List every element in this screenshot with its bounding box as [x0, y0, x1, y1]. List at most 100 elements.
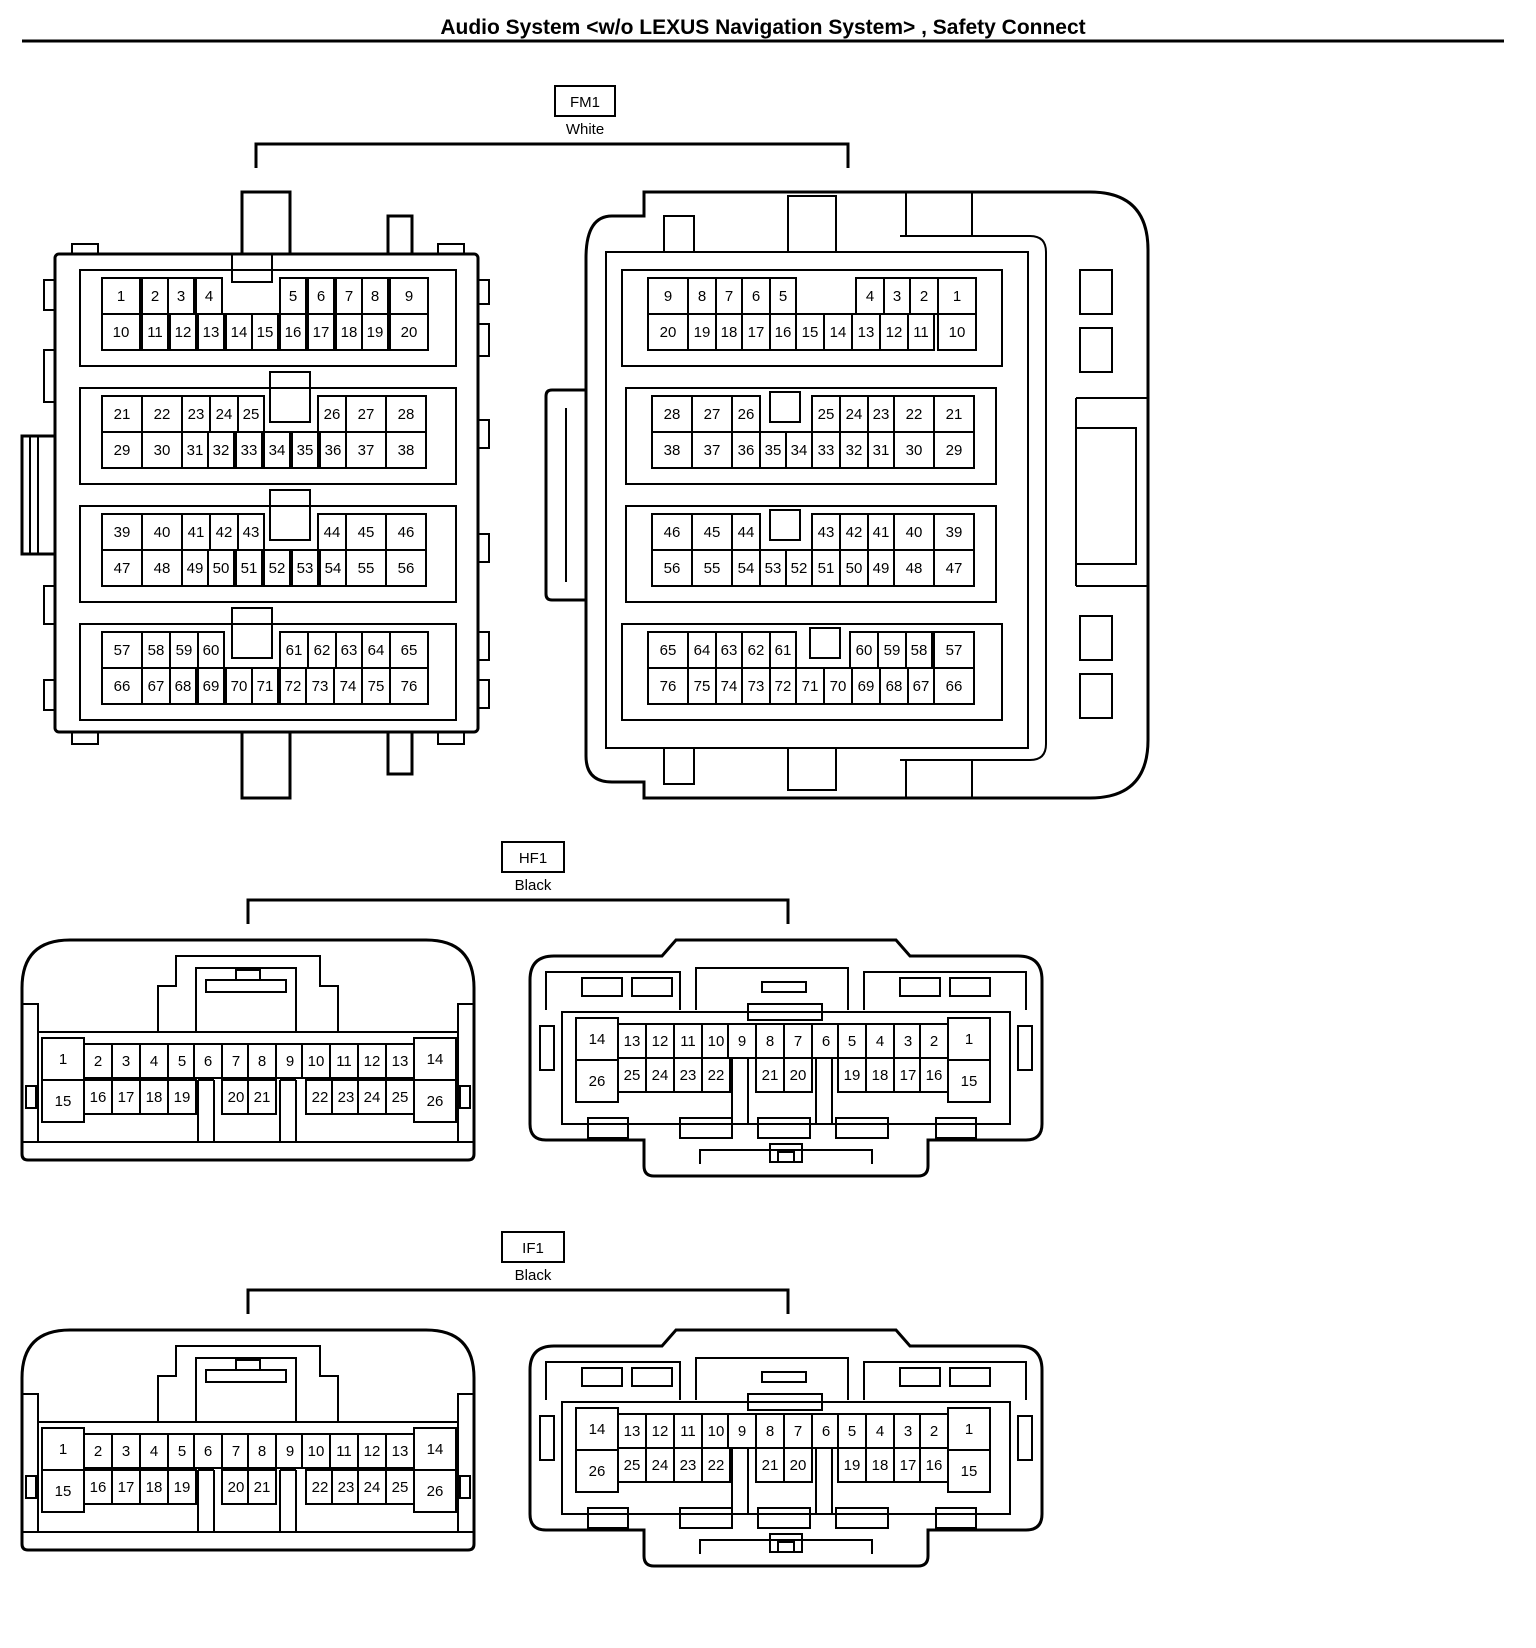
if1-right-pin-21: 21 — [762, 1457, 779, 1474]
fm1-right-pin-15-cell — [795, 313, 825, 351]
hf1-right-pin-21: 21 — [762, 1067, 779, 1084]
if1-left-pin-15-cell — [41, 1469, 85, 1513]
fm1-right-pin-57-cell — [933, 631, 975, 669]
fm1-right-pin-44: 44 — [738, 524, 755, 541]
if1-left-pin-19: 19 — [174, 1479, 191, 1496]
hf1-left-pin-15: 15 — [55, 1093, 72, 1110]
hf1-left-pin-6: 6 — [204, 1053, 212, 1070]
fm1-right-pin-14: 14 — [830, 324, 847, 341]
fm1-right-pin-66: 66 — [946, 678, 963, 695]
fm1-left-pin-33-cell — [235, 431, 263, 469]
hf1-right-pin-4: 4 — [876, 1033, 884, 1050]
fm1-left-pin-51: 51 — [241, 560, 258, 577]
hf1-left-pin-16: 16 — [90, 1089, 107, 1106]
fm1-right-pin-76-cell — [647, 667, 689, 705]
fm1-right-pin-22-cell — [893, 395, 935, 433]
if1-right-pin-6: 6 — [822, 1423, 830, 1440]
fm1-left-pin-22: 22 — [154, 406, 171, 423]
fm1-left-pin-53-cell — [291, 549, 319, 587]
fm1-right-pin-71: 71 — [802, 678, 819, 695]
fm1-right-pin-27: 27 — [704, 406, 721, 423]
fm1-left-pin-38: 38 — [398, 442, 415, 459]
hf1-left-pin-12: 12 — [364, 1053, 381, 1070]
hf1-right-pin-10-cell — [701, 1023, 731, 1059]
if1-left-pin-23: 23 — [338, 1479, 355, 1496]
fm1-right-pin-51-cell — [811, 549, 841, 587]
fm1-right-pin-41: 41 — [873, 524, 890, 541]
fm1-left-pin-19: 19 — [367, 324, 384, 341]
if1-right-pin-22-cell — [701, 1447, 731, 1483]
fm1-left-pin-43-cell — [237, 513, 265, 551]
if1-left-pin-18-cell — [139, 1469, 169, 1505]
fm1-right-pin-21: 21 — [946, 406, 963, 423]
fm1-left-pin-57-cell — [101, 631, 143, 669]
fm1-right-pin-9: 9 — [664, 288, 672, 305]
if1-right-pin-21-cell — [755, 1447, 785, 1483]
fm1-left-pin-76-cell — [389, 667, 429, 705]
fm1-left-pin-50-cell — [207, 549, 235, 587]
fm1-left-pin-45-cell — [345, 513, 387, 551]
fm1-left-pin-69-cell — [197, 667, 225, 705]
fm1-left-pin-66: 66 — [114, 678, 131, 695]
hf1-left-pin-9-cell — [275, 1043, 305, 1079]
hf1-right-pin-15: 15 — [961, 1073, 978, 1090]
if1-left-pin-11: 11 — [336, 1443, 352, 1460]
hf1-left-pin-9: 9 — [286, 1053, 294, 1070]
hf1-right-pin-13: 13 — [624, 1033, 641, 1050]
fm1-right-pin-68: 68 — [886, 678, 903, 695]
hf1-left-pin-13-cell — [385, 1043, 415, 1079]
fm1-left-pin-47: 47 — [114, 560, 131, 577]
fm1-right-pin-50: 50 — [846, 560, 863, 577]
if1-right-pin-7: 7 — [794, 1423, 802, 1440]
if1-right-pin-13: 13 — [624, 1423, 641, 1440]
fm1-left-pin-17-cell — [307, 313, 335, 351]
hf1-right-pin-25: 25 — [624, 1067, 641, 1084]
fm1-right-pin-1-cell — [937, 277, 977, 315]
fm1-right-pin-5-cell — [769, 277, 797, 315]
fm1-right-pin-75: 75 — [694, 678, 711, 695]
hf1-right-pin-26: 26 — [589, 1073, 606, 1090]
fm1-left-pin-71: 71 — [257, 678, 274, 695]
fm1-right-pin-62: 62 — [748, 642, 765, 659]
if1-right-pin-26: 26 — [589, 1463, 606, 1480]
if1-left-pin-2: 2 — [94, 1443, 102, 1460]
fm1-left-pin-3-cell — [167, 277, 195, 315]
if1-right-pin-16-cell — [919, 1447, 949, 1483]
fm1-right-pin-33-cell — [811, 431, 841, 469]
fm1-left-pin-37: 37 — [358, 442, 375, 459]
fm1-right-pin-4-cell — [855, 277, 885, 315]
fm1-left-pin-60: 60 — [203, 642, 220, 659]
fm1-left-pin-49: 49 — [187, 560, 204, 577]
fm1-left-pin-2: 2 — [151, 288, 159, 305]
hf1-left-pin-24: 24 — [364, 1089, 381, 1106]
fm1-right-pin-67: 67 — [913, 678, 930, 695]
fm1-right-pin-22: 22 — [906, 406, 923, 423]
if1-left-pin-6: 6 — [204, 1443, 212, 1460]
fm1-left-pin-38-cell — [385, 431, 427, 469]
fm1-left-pin-72-cell — [279, 667, 307, 705]
if1-left-pin-20: 20 — [228, 1479, 245, 1496]
fm1-left-pin-40: 40 — [154, 524, 171, 541]
if1-right-pin-9: 9 — [738, 1423, 746, 1440]
hf1-left-pin-21: 21 — [254, 1089, 271, 1106]
if1-right-pin-17-cell — [893, 1447, 923, 1483]
fm1-left-pin-70: 70 — [231, 678, 248, 695]
if1-left-pin-17-cell — [111, 1469, 141, 1505]
fm1-left-pin-75-cell — [361, 667, 391, 705]
fm1-left-pin-11-cell — [141, 313, 169, 351]
fm1-right-pin-74: 74 — [721, 678, 738, 695]
if1-left-pin-14: 14 — [427, 1441, 444, 1458]
fm1-right-pin-31-cell — [867, 431, 895, 469]
if1-left-pin-21: 21 — [254, 1479, 271, 1496]
fm1-left-pin-17: 17 — [313, 324, 330, 341]
fm1-right-pin-32: 32 — [846, 442, 863, 459]
fm1-right-pin-20-cell — [647, 313, 689, 351]
fm1-right-pin-18: 18 — [721, 324, 738, 341]
hf1-right-pin-20: 20 — [790, 1067, 807, 1084]
hf1-left-pin-26-cell — [413, 1079, 457, 1123]
hf1-right-pin-14-cell — [575, 1017, 619, 1061]
fm1-left-pin-4: 4 — [205, 288, 213, 305]
fm1-left-pin-71-cell — [251, 667, 279, 705]
